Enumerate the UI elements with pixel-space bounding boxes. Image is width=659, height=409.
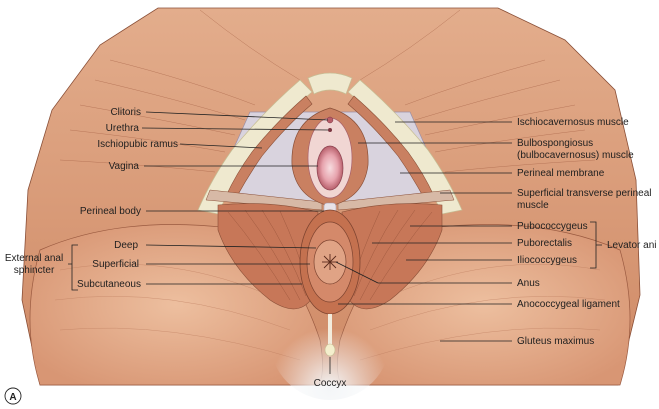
external-anal-sphincter-brace: [68, 244, 78, 291]
label-gluteus-maximus: Gluteus maximus: [517, 336, 594, 347]
label-bulbospongiosus-line2: (bulbocavernosus) muscle: [517, 150, 634, 161]
panel-letter-badge: A: [4, 387, 22, 405]
label-perineal-membrane: Perineal membrane: [517, 168, 605, 179]
leader-lines: [141, 111, 512, 374]
levator-ani-right: [341, 203, 443, 310]
label-anus: Anus: [517, 278, 540, 289]
label-pubococcygeus: Pubococcygeus: [517, 221, 588, 232]
label-superficial-transverse-line1: Superficial transverse perineal: [517, 188, 652, 199]
label-anococcygeal-ligament: Anococcygeal ligament: [517, 299, 620, 310]
vaginal-orifice: [316, 145, 344, 191]
superficial-transverse-perineal-left: [205, 189, 323, 211]
label-vagina: Vagina: [109, 161, 140, 172]
anatomy-illustration: [21, 7, 641, 400]
label-urethra: Urethra: [106, 123, 140, 134]
labels-right: Ischiocavernosus muscle Bulbospongiosus …: [517, 117, 656, 347]
label-superficial-transverse-line2: muscle: [517, 200, 549, 211]
label-ischiocavernosus: Ischiocavernosus muscle: [517, 117, 629, 128]
label-clitoris: Clitoris: [110, 107, 141, 118]
label-external-anal-line2: sphincter: [14, 265, 55, 276]
label-deep: Deep: [114, 240, 138, 251]
anus-mark: [322, 254, 338, 270]
gluteus-striations: [54, 264, 606, 361]
label-puborectalis: Puborectalis: [517, 238, 572, 249]
label-bulbospongiosus-line1: Bulbospongiosus: [517, 138, 593, 149]
labels-left: Clitoris Urethra Ischiopubic ramus Vagin…: [5, 107, 178, 290]
levator-ani-brace: [590, 221, 602, 269]
label-superficial: Superficial: [92, 259, 139, 270]
superficial-transverse-perineal-right: [337, 189, 455, 211]
label-subcutaneous: Subcutaneous: [77, 279, 141, 290]
label-perineal-body: Perineal body: [80, 206, 141, 217]
label-levator-ani: Levator ani: [607, 240, 656, 251]
levator-ani-left: [217, 203, 319, 310]
label-ischiopubic-ramus: Ischiopubic ramus: [97, 139, 178, 150]
pubic-symphysis: [307, 72, 353, 95]
label-external-anal-line1: External anal: [5, 253, 63, 264]
panel-letter: A: [9, 392, 16, 403]
coccyx-tip: [324, 343, 336, 357]
urethra-mark: [328, 128, 332, 132]
label-coccyx: Coccyx: [314, 378, 347, 389]
label-iliococcygeus: Iliococcygeus: [517, 255, 577, 266]
